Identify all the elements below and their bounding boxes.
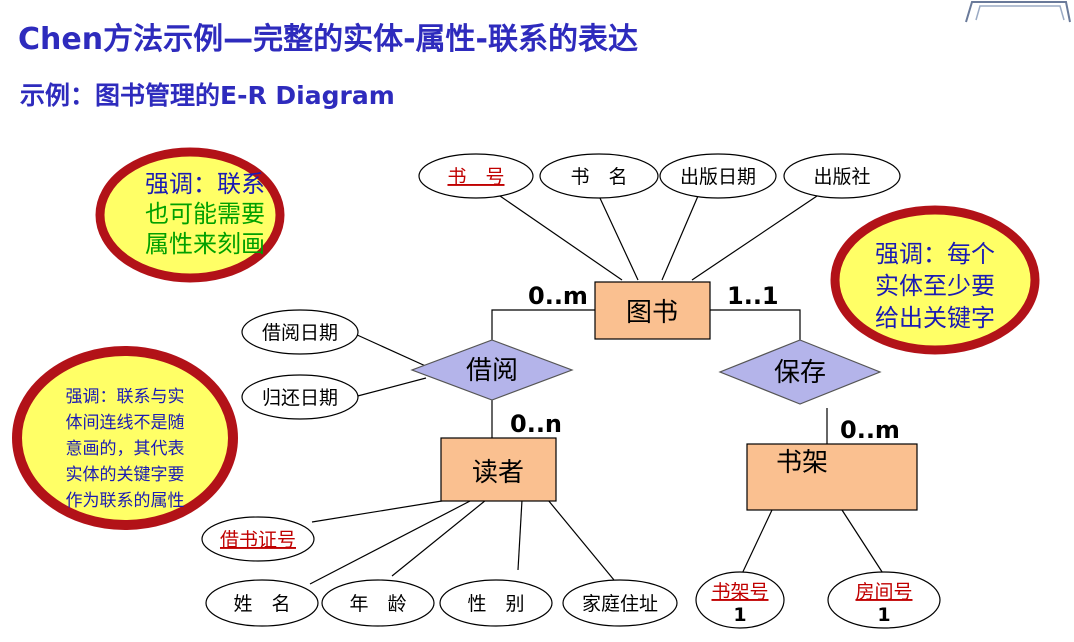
page-title: Chen方法示例—完整的实体-属性-联系的表达	[18, 22, 638, 57]
entity-book-label: 图书	[626, 298, 678, 328]
attr-return-date: 归还日期	[241, 374, 359, 420]
connector-lines	[309, 195, 887, 585]
svg-text:1: 1	[877, 604, 890, 626]
svg-text:出版社: 出版社	[813, 166, 870, 188]
svg-text:姓 名: 姓 名	[233, 593, 290, 615]
svg-text:书 号: 书 号	[447, 166, 504, 188]
page-subtitle: 示例：图书管理的E-R Diagram	[20, 81, 395, 110]
svg-text:1: 1	[733, 604, 746, 626]
svg-text:归还日期: 归还日期	[262, 387, 338, 409]
svg-text:强调：每个: 强调：每个	[875, 240, 995, 268]
note-top-right: 强调：每个 实体至少要 给出关键字	[830, 205, 1040, 355]
attr-reader-card: 借书证号	[201, 516, 315, 562]
entity-reader: 读者	[440, 437, 557, 502]
svg-text:属性来刻画: 属性来刻画	[145, 230, 265, 258]
relation-borrow: 借阅	[410, 339, 574, 401]
note-top-left: 强调：联系 也可能需要 属性来刻画	[95, 147, 285, 283]
svg-text:书架号: 书架号	[711, 581, 768, 603]
entity-shelf-label: 书架	[776, 448, 828, 478]
relation-store-label: 保存	[774, 358, 826, 388]
attr-reader-address: 家庭住址	[562, 579, 678, 627]
attr-reader-gender: 性 别	[439, 579, 553, 627]
entity-shelf: 书架	[746, 443, 918, 511]
svg-text:书 名: 书 名	[570, 166, 627, 188]
svg-text:借阅日期: 借阅日期	[262, 322, 338, 344]
cardinality-reader-borrow: 0..n	[510, 410, 562, 438]
attr-book-publisher: 出版社	[783, 153, 901, 199]
attr-book-id: 书 号	[418, 153, 534, 199]
attr-borrow-date: 借阅日期	[241, 309, 359, 355]
svg-text:强调：联系: 强调：联系	[145, 170, 265, 198]
logo-icon	[965, 0, 1071, 23]
relation-borrow-label: 借阅	[466, 356, 518, 386]
svg-text:年 龄: 年 龄	[349, 593, 406, 615]
svg-text:出版日期: 出版日期	[680, 166, 756, 188]
cardinality-book-store: 1..1	[727, 282, 779, 310]
relation-store: 保存	[718, 339, 882, 405]
svg-text:房间号: 房间号	[855, 581, 912, 603]
svg-text:家庭住址: 家庭住址	[582, 593, 658, 615]
svg-text:体间连线不是随: 体间连线不是随	[66, 413, 185, 433]
svg-text:也可能需要: 也可能需要	[145, 200, 265, 228]
attr-reader-name: 姓 名	[205, 579, 319, 627]
svg-text:给出关键字: 给出关键字	[875, 304, 995, 332]
attr-reader-age: 年 龄	[321, 579, 435, 627]
entity-book: 图书	[594, 281, 711, 340]
svg-text:意画的，其代表: 意画的，其代表	[66, 439, 185, 459]
svg-text:作为联系的属性: 作为联系的属性	[66, 491, 185, 511]
attr-book-name: 书 名	[539, 153, 659, 199]
svg-text:实体的关键字要: 实体的关键字要	[66, 465, 185, 485]
svg-text:借书证号: 借书证号	[220, 529, 296, 551]
cardinality-book-borrow: 0..m	[528, 282, 588, 310]
cardinality-shelf-store: 0..m	[840, 416, 900, 444]
svg-text:强调：联系与实: 强调：联系与实	[66, 387, 185, 407]
entity-reader-label: 读者	[472, 458, 524, 488]
attr-room-no: 房间号 1	[827, 571, 941, 629]
attr-book-pubdate: 出版日期	[659, 153, 777, 199]
svg-text:实体至少要: 实体至少要	[875, 272, 995, 300]
attr-shelf-no: 书架号 1	[695, 571, 785, 629]
note-left: 强调：联系与实 体间连线不是随 意画的，其代表 实体的关键字要 作为联系的属性	[12, 346, 238, 530]
svg-text:性 别: 性 别	[467, 593, 524, 615]
